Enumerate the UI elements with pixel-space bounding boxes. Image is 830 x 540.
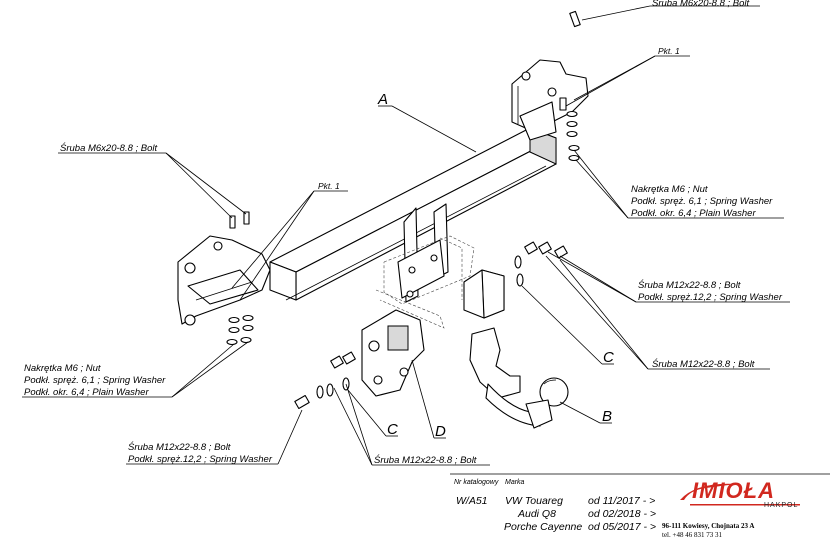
label-m12-right-single: Śruba M12x22-8.8 ; Bolt: [652, 358, 755, 370]
cross-beam: [269, 127, 557, 301]
bolts: [229, 10, 581, 410]
label-letter-b: B: [602, 408, 612, 425]
label-m12-right-1: Śruba M12x22-8.8 ; Bolt: [638, 279, 741, 291]
vehicle-model: Audi Q8: [518, 508, 556, 520]
receiver-block: [463, 269, 505, 319]
ball-hook-b: [469, 327, 569, 429]
label-nut-left-3: Podkł. okr. 6,4 ; Plain Washer: [24, 387, 149, 398]
catalog-label: Nr katalogowy: [454, 479, 499, 486]
socket-plate-d: [361, 309, 425, 397]
label-bolt-top: Śruba M6x20-8.8 ; Bolt: [652, 0, 750, 9]
labels: Śruba M6x20-8.8 ; Bolt Pkt. 1 A Śruba M6…: [24, 0, 783, 466]
label-nut-right-2: Podkł. spręż. 6,1 ; Spring Washer: [631, 196, 773, 207]
label-m12-left-2: Podkł. spręż.12,2 ; Spring Washer: [128, 454, 273, 465]
center-bracket: [397, 203, 449, 303]
brand-label: Marka: [505, 479, 525, 486]
vehicle-model: Porche Cayenne: [504, 521, 583, 533]
label-letter-c-left: C: [387, 421, 398, 438]
hidden-lines: [375, 235, 475, 329]
phone: tel. +48 46 831 73 31: [662, 531, 722, 539]
label-nut-right-1: Nakrętka M6 ; Nut: [631, 184, 708, 195]
label-letter-d: D: [435, 423, 446, 440]
label-nut-left-2: Podkł. spręż. 6,1 ; Spring Washer: [24, 375, 166, 386]
vehicle-model: VW Touareg: [505, 495, 563, 507]
label-pkt1-left: Pkt. 1: [318, 181, 340, 191]
label-nut-left-1: Nakrętka M6 ; Nut: [24, 363, 101, 374]
catalog-number: W/A51: [456, 495, 488, 507]
label-m12-right-2: Podkł. spręż.12,2 ; Spring Washer: [638, 292, 783, 303]
imiola-logo: IMIOŁA HAKPOL: [676, 478, 804, 512]
label-m12-bottom: Śruba M12x22-8.8 ; Bolt: [374, 454, 477, 466]
label-nut-right-3: Podkł. okr. 6,4 ; Plain Washer: [631, 208, 756, 219]
left-bracket: [177, 235, 271, 326]
label-pkt1-right: Pkt. 1: [658, 46, 680, 56]
washers: [226, 110, 580, 399]
address: 96-111 Kowiesy, Chojnata 23 A: [662, 522, 755, 530]
label-m12-left-1: Śruba M12x22-8.8 ; Bolt: [128, 441, 231, 453]
leader-lines: [22, 5, 830, 475]
logo-subtext: HAKPOL: [764, 502, 799, 509]
vehicle-date: od 02/2018 - >: [588, 508, 657, 520]
logo-swoosh-icon: [680, 483, 800, 506]
label-bolt-left: Śruba M6x20-8.8 ; Bolt: [60, 142, 158, 154]
label-letter-a: A: [377, 91, 388, 108]
vehicle-date: od 05/2017 - >: [588, 521, 657, 533]
logo-text: IMIOŁA: [692, 478, 775, 503]
label-letter-c-right: C: [603, 349, 614, 366]
vehicle-date: od 11/2017 - >: [588, 495, 656, 507]
